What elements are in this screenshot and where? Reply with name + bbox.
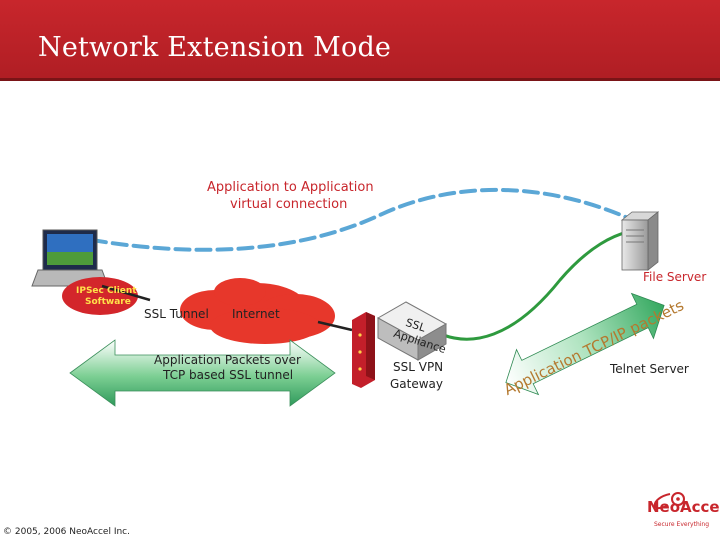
- app-packets-label-line2: TCP based SSL tunnel: [163, 368, 294, 382]
- title-bar: [0, 0, 720, 78]
- ssl-vpn-gateway-label-line2: Gateway: [390, 377, 444, 391]
- tcpip-packets-double-arrow: [505, 292, 665, 396]
- copyright-footer: © 2005, 2006 NeoAccel Inc.: [3, 527, 130, 537]
- ipsec-client-badge: [62, 277, 138, 315]
- internet-cloud-icon: [180, 278, 335, 344]
- ssl-tunnel-label: SSL Tunnel: [144, 307, 209, 321]
- internet-to-gateway-link: [317, 320, 353, 332]
- gateway-to-server-link: [419, 230, 629, 341]
- logo-tagline: Secure Everything: [654, 521, 710, 528]
- file-server-label: File Server: [643, 270, 707, 284]
- app-to-app-label-line2: virtual connection: [230, 197, 348, 212]
- logo-wordmark: NeoAccel: [647, 498, 720, 516]
- ssl-appliance-icon: [376, 301, 448, 361]
- ipsec-label-line2: Software: [85, 297, 131, 307]
- internet-label: Internet: [232, 307, 280, 321]
- file-server-icon: [620, 211, 660, 271]
- ssl-vpn-gateway-label-line1: SSL VPN: [393, 360, 444, 374]
- slide-title: Network Extension Mode: [38, 32, 392, 63]
- firewall-icon: [352, 312, 375, 388]
- ssl-tunnel-double-arrow: [69, 339, 336, 407]
- telnet-server-label: Telnet Server: [610, 362, 689, 376]
- title-bar-shadow: [0, 78, 720, 81]
- ipsec-label-line1: IPSec Client: [76, 286, 137, 296]
- app-to-app-label-line1: Application to Application: [207, 180, 374, 195]
- app-packets-label-line1: Application Packets over: [154, 353, 301, 367]
- laptop-to-internet-link: [101, 284, 151, 302]
- virtual-connection-dashed-line: [90, 187, 630, 252]
- logo-icon: [653, 492, 685, 510]
